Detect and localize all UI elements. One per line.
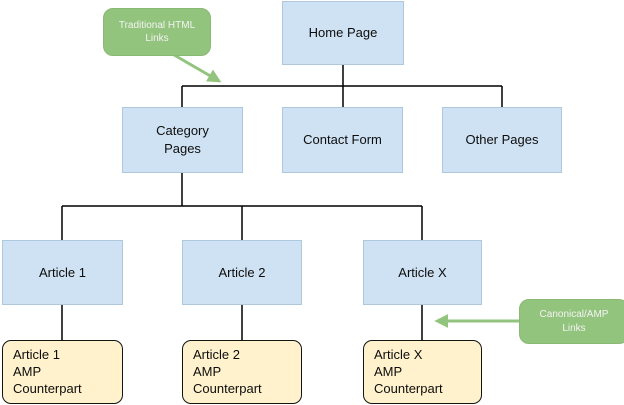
node-label: Category Pages: [156, 123, 209, 156]
node-label: Article X: [398, 264, 447, 280]
node-label: Article 1: [39, 264, 86, 280]
node-label: Home Page: [308, 25, 378, 41]
annotation-traditional-html-links: Traditional HTML Links: [103, 8, 211, 56]
amp-box-article-2: Article 2 AMP Counterpart: [182, 340, 302, 404]
node-other-pages: Other Pages: [442, 107, 562, 173]
node-home-page: Home Page: [282, 1, 404, 65]
node-article-1: Article 1: [2, 240, 123, 305]
node-label: Article 2: [218, 264, 266, 280]
annotation-label: Canonical/AMP Links: [539, 309, 609, 334]
amp-box-line: Article 2: [193, 347, 240, 362]
traditional-links-arrow: [168, 50, 222, 83]
amp-box-article-1: Article 1 AMP Counterpart: [2, 340, 123, 404]
annotation-label: Traditional HTML Links: [118, 19, 196, 45]
amp-box-line: Counterpart: [374, 381, 443, 396]
annotation-canonical-amp-links: Canonical/AMP Links: [519, 299, 624, 344]
amp-box-line: Counterpart: [13, 381, 82, 396]
amp-box-line: Counterpart: [193, 381, 262, 396]
amp-box-line: AMP: [193, 364, 222, 379]
amp-box-line: AMP: [374, 364, 403, 379]
node-article-2: Article 2: [182, 240, 302, 305]
amp-box-article-x: Article X AMP Counterpart: [363, 340, 482, 404]
node-article-x: Article X: [363, 240, 482, 305]
amp-box-line: Article 1: [13, 347, 60, 362]
node-category-pages: Category Pages: [122, 107, 243, 173]
node-label: Other Pages: [465, 132, 539, 148]
amp-box-line: AMP: [13, 364, 42, 379]
node-label: Contact Form: [303, 132, 382, 148]
amp-box-line: Article X: [374, 347, 423, 362]
node-contact-form: Contact Form: [282, 107, 403, 173]
